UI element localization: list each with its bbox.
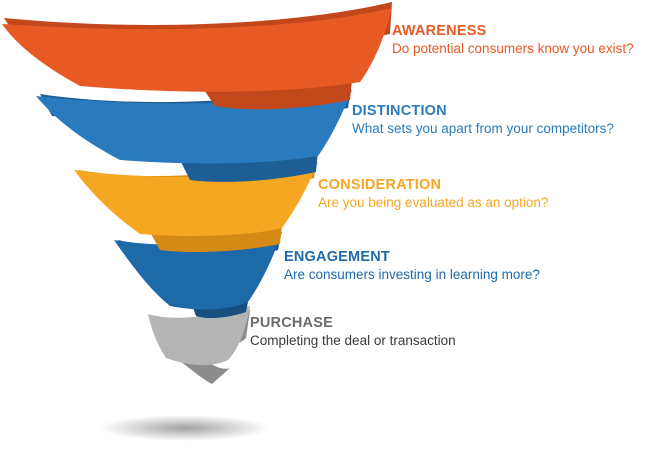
stage-title: DISTINCTION xyxy=(352,103,447,119)
stage-description: Are you being evaluated as an option? xyxy=(318,195,549,210)
stage-distinction: DISTINCTION What sets you apart from you… xyxy=(352,102,614,138)
stage-description: Are consumers investing in learning more… xyxy=(284,267,540,282)
stage-title: CONSIDERATION xyxy=(318,177,442,193)
stage-engagement: ENGAGEMENT Are consumers investing in le… xyxy=(284,248,540,284)
stage-description: Completing the deal or transaction xyxy=(250,333,456,348)
stage-title: AWARENESS xyxy=(392,23,487,39)
stage-description: What sets you apart from your competitor… xyxy=(352,121,614,136)
stage-awareness: AWARENESS Do potential consumers know yo… xyxy=(392,22,634,58)
stage-title: ENGAGEMENT xyxy=(284,249,390,265)
stage-consideration: CONSIDERATION Are you being evaluated as… xyxy=(318,176,548,212)
band-front xyxy=(2,8,392,92)
funnel-band-awareness xyxy=(2,2,392,110)
stage-purchase: PURCHASE Completing the deal or transact… xyxy=(250,314,456,350)
stage-description: Do potential consumers know you exist? xyxy=(392,41,634,56)
funnel-band-engagement xyxy=(114,226,282,319)
funnel-band-purchase xyxy=(148,306,250,384)
band-front xyxy=(114,232,282,310)
funnel-shadow xyxy=(100,415,270,441)
stage-title: PURCHASE xyxy=(250,315,333,331)
band-front xyxy=(148,306,250,366)
